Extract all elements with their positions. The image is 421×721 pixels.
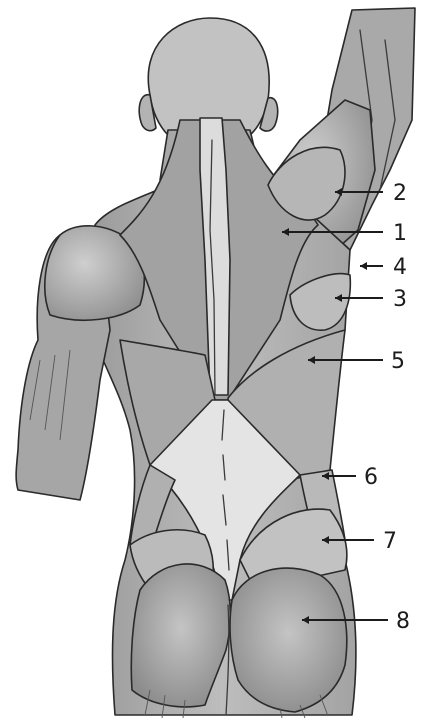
- label-4: 4: [393, 255, 407, 280]
- label-2: 2: [393, 181, 407, 206]
- label-8: 8: [396, 609, 410, 634]
- label-5: 5: [391, 349, 405, 374]
- gluteus-maximus-right: [230, 568, 347, 712]
- label-7: 7: [383, 529, 397, 554]
- label-6: 6: [364, 465, 378, 490]
- number-labels: 1 2 3 4 5 6 7 8: [364, 181, 410, 634]
- label-3: 3: [393, 287, 407, 312]
- label-1: 1: [393, 221, 407, 246]
